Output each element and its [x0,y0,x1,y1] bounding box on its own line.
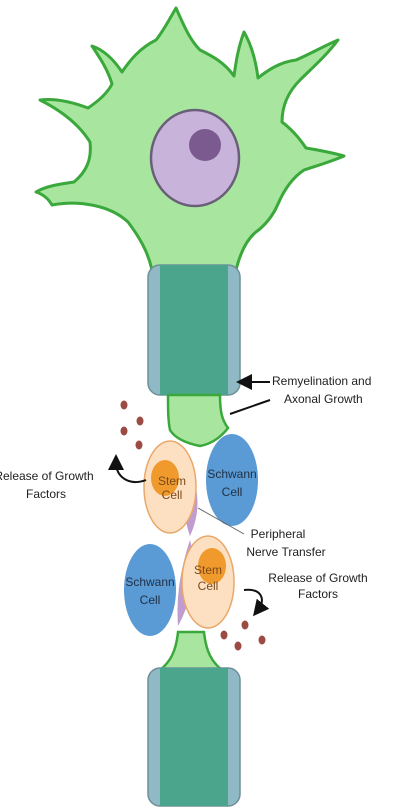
growth-factor-dot [120,426,128,436]
peripheral-pointer [197,507,245,535]
growth-factor-dot [234,641,242,651]
growth-factor-dots-top [120,400,144,450]
myelin-sheath-bottom-inner [160,668,228,806]
schwann-cell-top [206,434,258,526]
schwann-cell-top-label: Schwann [207,467,256,481]
growth-factor-dot [258,635,266,645]
stem-cell-bottom-label-2: Cell [198,579,219,593]
release-left-label-2: Factors [26,487,66,501]
stem-cell-bottom-core [198,548,226,584]
schwann-cell-bottom [124,544,176,636]
nucleus [149,108,241,208]
release-arrow-right [243,588,270,617]
schwann-cell-bottom-label-2: Cell [140,593,161,607]
growth-factor-dot [136,416,144,426]
release-left-label: Release of Growth [0,469,94,483]
growth-factor-dots-bottom [220,620,266,651]
release-right-label: Release of Growth [268,571,367,585]
axonal-growth-pointer [229,399,271,415]
stem-cell-bottom-label: Stem [194,563,222,577]
axonal-growth-label: Axonal Growth [284,392,363,406]
nucleolus [189,129,221,161]
peripheral-label: Peripheral [251,527,306,541]
release-right-label-2: Factors [298,587,338,601]
schwann-cell-top-label-2: Cell [222,485,243,499]
growth-factor-dot [120,400,128,410]
nerve-transfer-label: Nerve Transfer [246,545,325,559]
growth-factor-dot [241,620,249,630]
stem-cell-top-core [151,460,179,496]
growth-factor-dot [220,630,228,640]
stem-cell-top-label: Stem [158,474,186,488]
release-arrow-left [108,454,147,483]
myelin-sheath-top-inner [160,265,228,395]
axon-stump-top [166,393,230,448]
axon-stump-bottom [156,630,226,672]
schwann-cell-bottom-label: Schwann [125,575,174,589]
stem-cell-top-label-2: Cell [162,488,183,502]
growth-factor-dot [135,440,143,450]
remyelination-label: Remyelination and [272,374,371,388]
